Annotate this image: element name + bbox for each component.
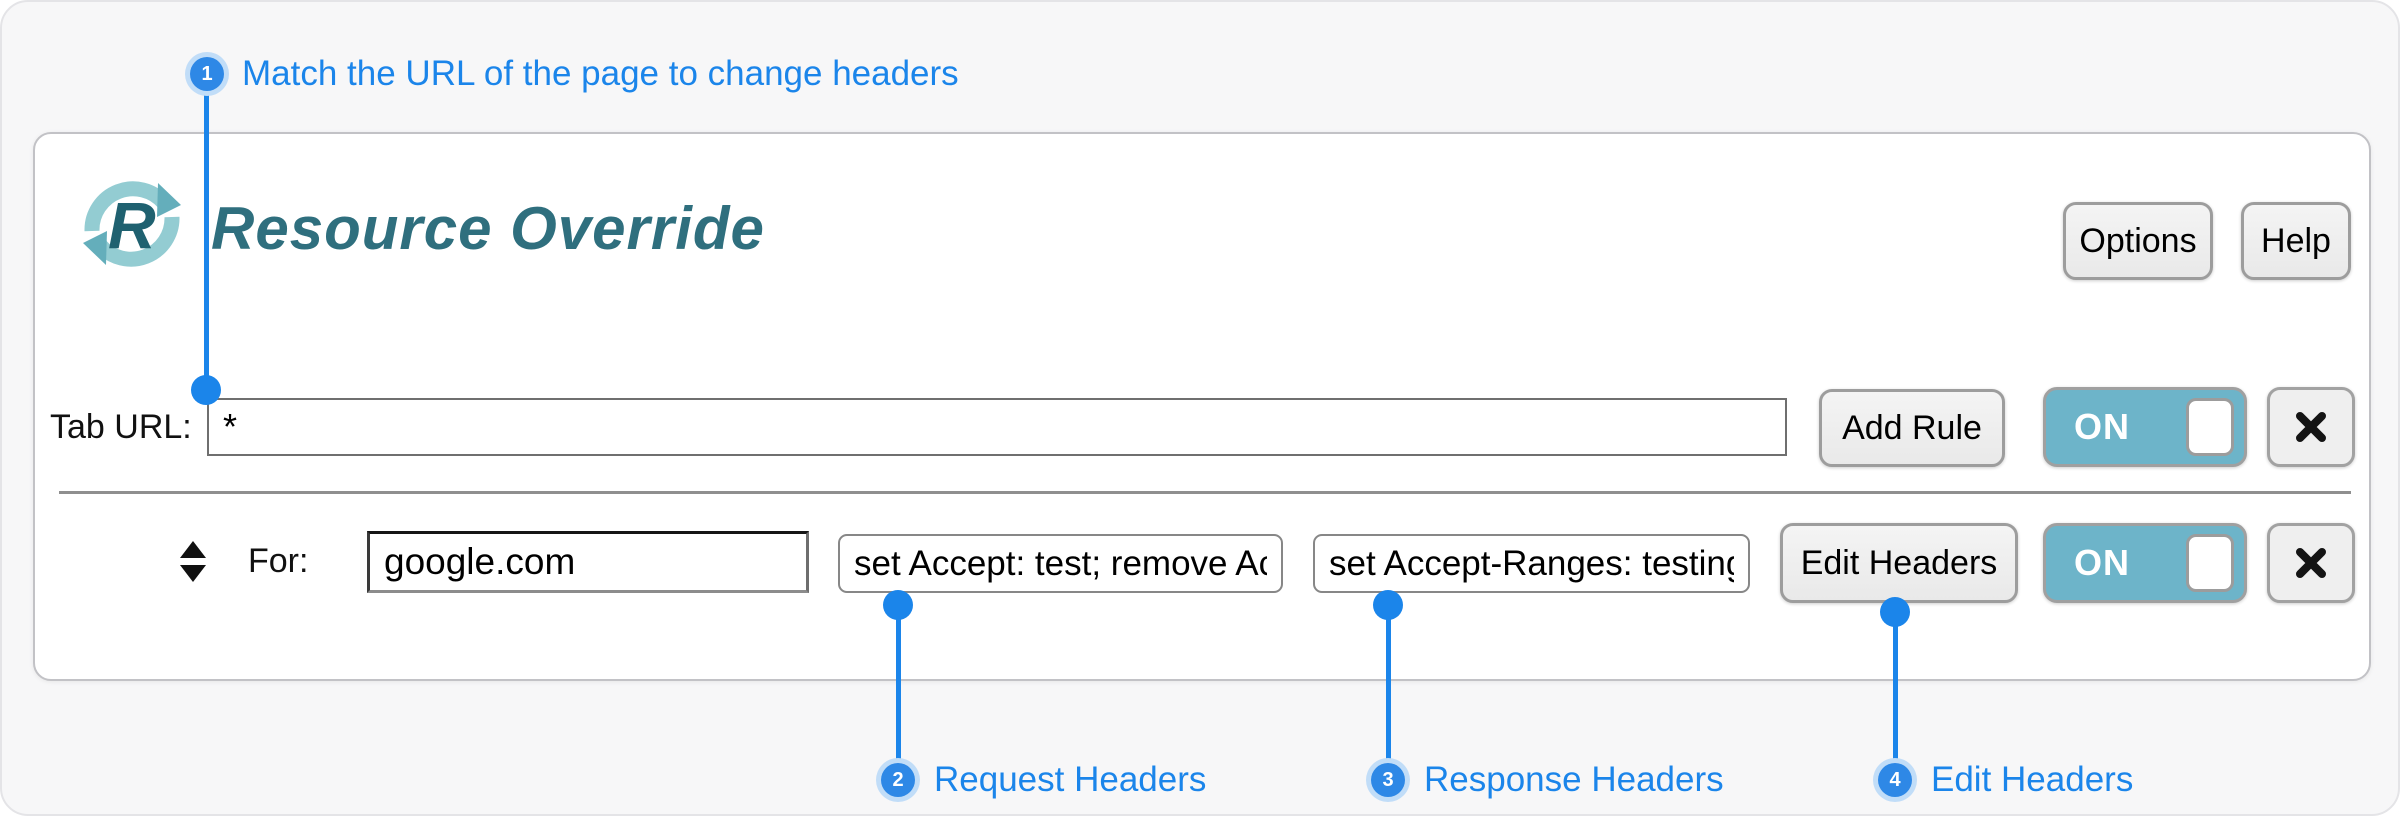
tab-url-label: Tab URL:	[50, 408, 192, 446]
callout-1-number: 1	[190, 57, 224, 91]
sort-up-icon	[180, 541, 206, 558]
callout-4-dot	[1880, 597, 1910, 627]
callout-3-dot	[1373, 590, 1403, 620]
svg-text:R: R	[108, 188, 156, 262]
resource-override-logo-icon: R	[83, 181, 181, 267]
callout-4-line	[1893, 612, 1898, 767]
callout-1-dot	[191, 375, 221, 405]
callout-2-badge: 2	[876, 758, 920, 802]
callout-3-badge: 3	[1366, 758, 1410, 802]
resource-override-panel: R Resource Override Options Help Tab URL…	[33, 132, 2371, 681]
toggle-knob	[2186, 534, 2234, 592]
rule-on-toggle[interactable]: ON	[2043, 523, 2247, 603]
response-headers-input[interactable]	[1313, 534, 1750, 593]
edit-headers-button[interactable]: Edit Headers	[1780, 523, 2018, 603]
options-button[interactable]: Options	[2063, 202, 2213, 280]
close-icon	[2296, 412, 2326, 442]
rule-drag-handle[interactable]	[180, 541, 206, 582]
callout-1-label: Match the URL of the page to change head…	[242, 54, 959, 93]
toggle-on-label: ON	[2074, 542, 2130, 583]
callout-2-number: 2	[881, 763, 915, 797]
callout-3-number: 3	[1371, 763, 1405, 797]
tab-url-on-toggle[interactable]: ON	[2043, 387, 2247, 467]
tab-url-close-button[interactable]	[2267, 387, 2355, 467]
close-icon	[2296, 548, 2326, 578]
sort-down-icon	[180, 565, 206, 582]
callout-4-number: 4	[1878, 763, 1912, 797]
row-divider	[59, 491, 2351, 494]
rule-match-url-input[interactable]	[367, 531, 809, 593]
callout-4-badge: 4	[1873, 758, 1917, 802]
callout-1-line	[204, 94, 209, 376]
callout-2-dot	[883, 590, 913, 620]
toggle-on-label: ON	[2074, 406, 2130, 447]
callout-2-line	[896, 605, 901, 767]
help-button[interactable]: Help	[2241, 202, 2351, 280]
callout-1-badge: 1	[185, 52, 229, 96]
rule-close-button[interactable]	[2267, 523, 2355, 603]
toggle-knob	[2186, 398, 2234, 456]
callout-3-label: Response Headers	[1424, 760, 1724, 799]
add-rule-button[interactable]: Add Rule	[1819, 389, 2005, 467]
callout-4-label: Edit Headers	[1931, 760, 2134, 799]
page-title: Resource Override	[211, 195, 765, 262]
callout-3-line	[1386, 605, 1391, 767]
rule-for-label: For:	[248, 542, 309, 580]
callout-2-label: Request Headers	[934, 760, 1207, 799]
request-headers-input[interactable]	[838, 534, 1283, 593]
tab-url-input[interactable]	[207, 398, 1787, 456]
